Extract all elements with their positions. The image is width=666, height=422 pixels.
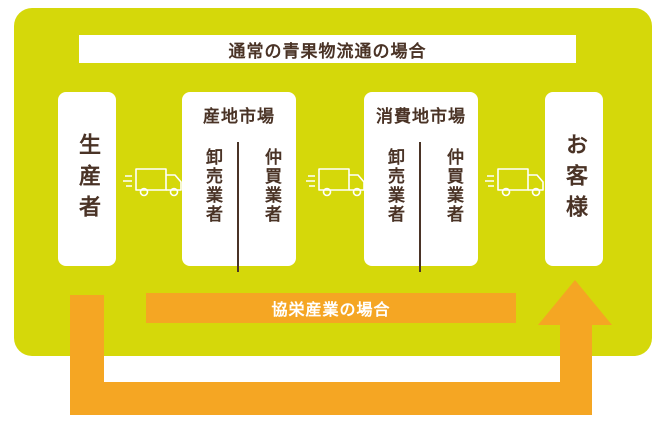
page-title: 通常の青果物流通の場合 <box>79 35 576 63</box>
bypass-arrow-path <box>70 280 612 415</box>
consumer-divider <box>419 142 421 272</box>
consumer-market-card: 消費地市場 卸売業者 仲買業者 <box>364 92 478 272</box>
origin-market-card: 産地市場 卸売業者 仲買業者 <box>182 92 296 272</box>
origin-middleman-label: 仲買業者 <box>261 148 281 224</box>
customer-label: お客様 <box>562 132 587 226</box>
origin-market-name: 産地市場 <box>203 107 275 127</box>
cooperative-label: 協栄産業の場合 <box>271 300 391 319</box>
origin-divider <box>237 142 239 272</box>
truck-icon <box>123 168 182 197</box>
consumer-middleman-label: 仲買業者 <box>443 148 463 224</box>
origin-wholesaler-label: 卸売業者 <box>202 148 222 224</box>
consumer-market-name: 消費地市場 <box>376 107 466 127</box>
producer-label: 生産者 <box>75 132 100 226</box>
truck-icon <box>306 168 365 197</box>
customer-card: お客様 <box>545 92 603 266</box>
truck-icon <box>485 168 544 197</box>
producer-card: 生産者 <box>58 92 116 266</box>
consumer-wholesaler-label: 卸売業者 <box>384 148 404 224</box>
